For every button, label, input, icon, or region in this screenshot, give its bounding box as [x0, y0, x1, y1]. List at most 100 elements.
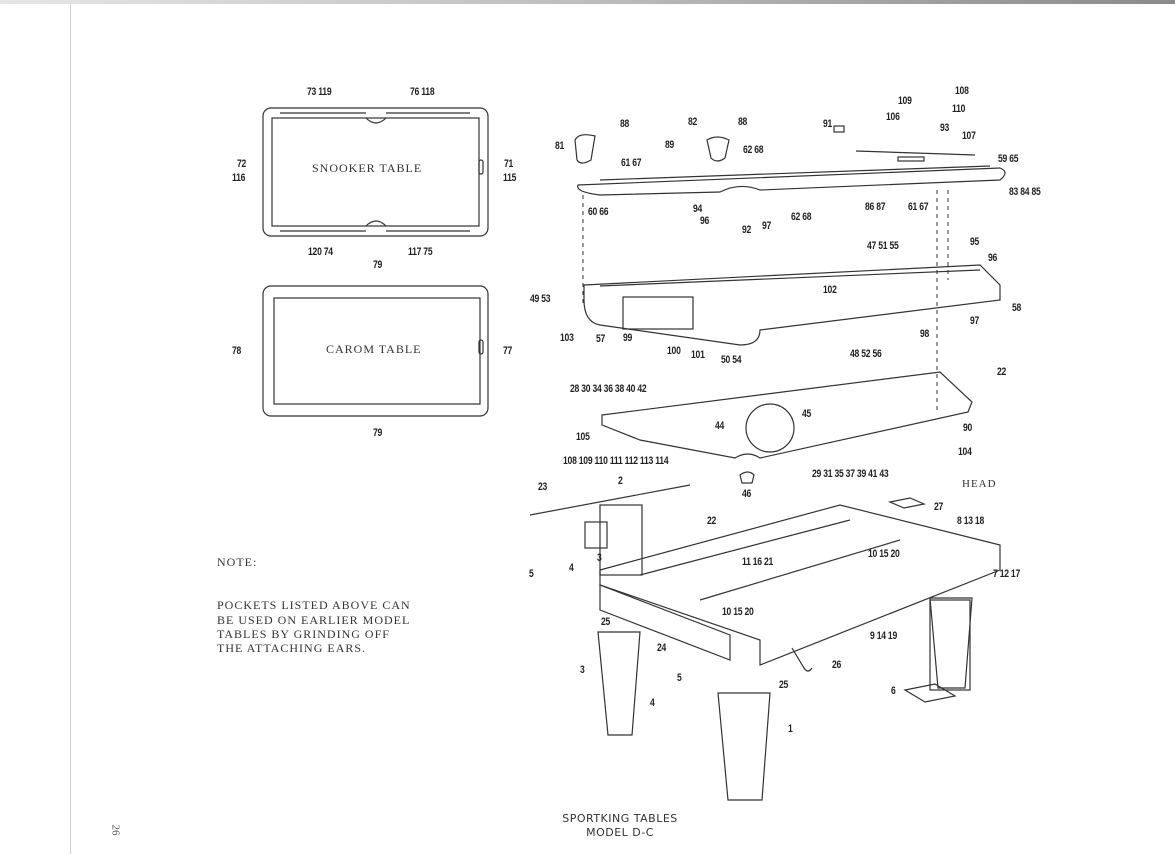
footer-title: SPORTKING TABLES: [562, 812, 678, 825]
part-label: 28 30 34 36 38 40 42: [570, 383, 647, 395]
part-label: 4: [650, 697, 655, 709]
part-label: 48 52 56: [850, 348, 882, 360]
part-label: 26: [832, 659, 842, 671]
note-line: THE ATTACHING EARS.: [217, 641, 367, 655]
part-label: 22: [707, 515, 717, 527]
part-label: 104: [958, 446, 972, 458]
note-line: BE USED ON EARLIER MODEL: [217, 613, 411, 627]
part-label: 90: [963, 422, 973, 434]
part-label: 99: [623, 332, 633, 344]
part-label: 97: [970, 315, 980, 327]
part-label: 3: [597, 552, 602, 564]
part-label: 10 15 20: [722, 606, 754, 618]
snooker-table-title: SNOOKER TABLE: [312, 161, 423, 175]
part-label: 46: [742, 488, 752, 500]
part-label: 25: [779, 679, 789, 691]
snooker-label-bottom-right: 117 75: [408, 246, 433, 258]
snooker-label-right-b: 115: [503, 172, 517, 184]
carom-label-right: 77: [503, 345, 513, 357]
part-label: 4: [569, 562, 574, 574]
part-label: 106: [886, 111, 900, 123]
part-label: 82: [688, 116, 698, 128]
part-label: 7 12 17: [993, 568, 1020, 580]
part-label: 49 53: [530, 293, 551, 305]
part-label: 88: [620, 118, 630, 130]
part-label: 3: [580, 664, 585, 676]
part-label: 5: [677, 672, 682, 684]
part-label: 24: [657, 642, 667, 654]
snooker-table-drawing: [262, 107, 489, 237]
carom-table-drawing: [262, 285, 489, 417]
part-label: 103: [560, 332, 574, 344]
slate-drawing: [601, 371, 973, 484]
part-label: 94: [693, 203, 703, 215]
part-label: 11 16 21: [742, 556, 774, 568]
part-label: 61 67: [908, 201, 929, 213]
note-heading: NOTE:: [217, 555, 258, 569]
snooker-label-right-a: 71: [504, 158, 514, 170]
carom-label-left: 78: [232, 345, 242, 357]
snooker-label-bottom-left: 120 74: [308, 246, 333, 258]
snooker-label-top-right: 76 118: [410, 86, 435, 98]
part-label: 96: [700, 215, 710, 227]
part-label: 93: [940, 122, 950, 134]
part-label: 108: [955, 85, 969, 97]
part-label: 10 15 20: [868, 548, 900, 560]
part-label: 62 68: [791, 211, 812, 223]
part-label: 22: [997, 366, 1007, 378]
part-label: 58: [1012, 302, 1022, 314]
part-label: 110: [952, 103, 966, 115]
part-label: 29 31 35 37 39 41 43: [812, 468, 889, 480]
part-label: 108 109 110 111 112 113 114: [563, 455, 669, 467]
part-label: 62 68: [743, 144, 764, 156]
part-label: 44: [715, 420, 725, 432]
scan-top-edge: [0, 0, 1175, 4]
part-label: 23: [538, 481, 548, 493]
part-label: 83 84 85: [1009, 186, 1041, 198]
legs-drawing: [597, 497, 973, 801]
part-label: 9 14 19: [870, 630, 897, 642]
part-label: 25: [601, 616, 611, 628]
part-label: 5: [529, 568, 534, 580]
part-label: 2: [618, 475, 623, 487]
part-label: 96: [988, 252, 998, 264]
head-label: HEAD: [962, 478, 997, 490]
part-label: 107: [962, 130, 976, 142]
part-label: 1: [788, 723, 793, 735]
part-label: 8 13 18: [957, 515, 984, 527]
part-label: 105: [576, 431, 590, 443]
rail-assembly-drawing: [574, 125, 1006, 196]
footer-model: MODEL D-C: [586, 826, 654, 839]
part-label: 88: [738, 116, 748, 128]
snooker-label-left-b: 116: [232, 172, 246, 184]
part-label: 102: [823, 284, 837, 296]
cabinet-drawing: [583, 264, 1001, 346]
carom-label-top: 79: [373, 259, 383, 271]
part-label: 100: [667, 345, 681, 357]
page-margin-line: [70, 4, 71, 854]
note-line: POCKETS LISTED ABOVE CAN: [217, 598, 411, 612]
part-label: 27: [934, 501, 944, 513]
part-label: 91: [823, 118, 833, 130]
page-number: 26: [109, 824, 122, 836]
part-label: 61 67: [621, 157, 642, 169]
part-label: 81: [555, 140, 565, 152]
part-label: 95: [970, 236, 980, 248]
part-label: 50 54: [721, 354, 742, 366]
frame-drawing: [529, 484, 1001, 691]
part-label: 45: [802, 408, 812, 420]
part-label: 101: [691, 349, 705, 361]
part-label: 98: [920, 328, 930, 340]
part-label: 109: [898, 95, 912, 107]
part-label: 97: [762, 220, 772, 232]
carom-label-bottom: 79: [373, 427, 383, 439]
part-label: 59 65: [998, 153, 1019, 165]
snooker-label-top-left: 73 119: [307, 86, 332, 98]
part-label: 60 66: [588, 206, 609, 218]
note-line: TABLES BY GRINDING OFF: [217, 627, 390, 641]
part-label: 6: [891, 685, 896, 697]
part-label: 92: [742, 224, 752, 236]
snooker-label-left-a: 72: [237, 158, 247, 170]
page-footer: SPORTKING TABLES MODEL D-C: [520, 812, 720, 840]
carom-table-title: CAROM TABLE: [326, 342, 422, 356]
